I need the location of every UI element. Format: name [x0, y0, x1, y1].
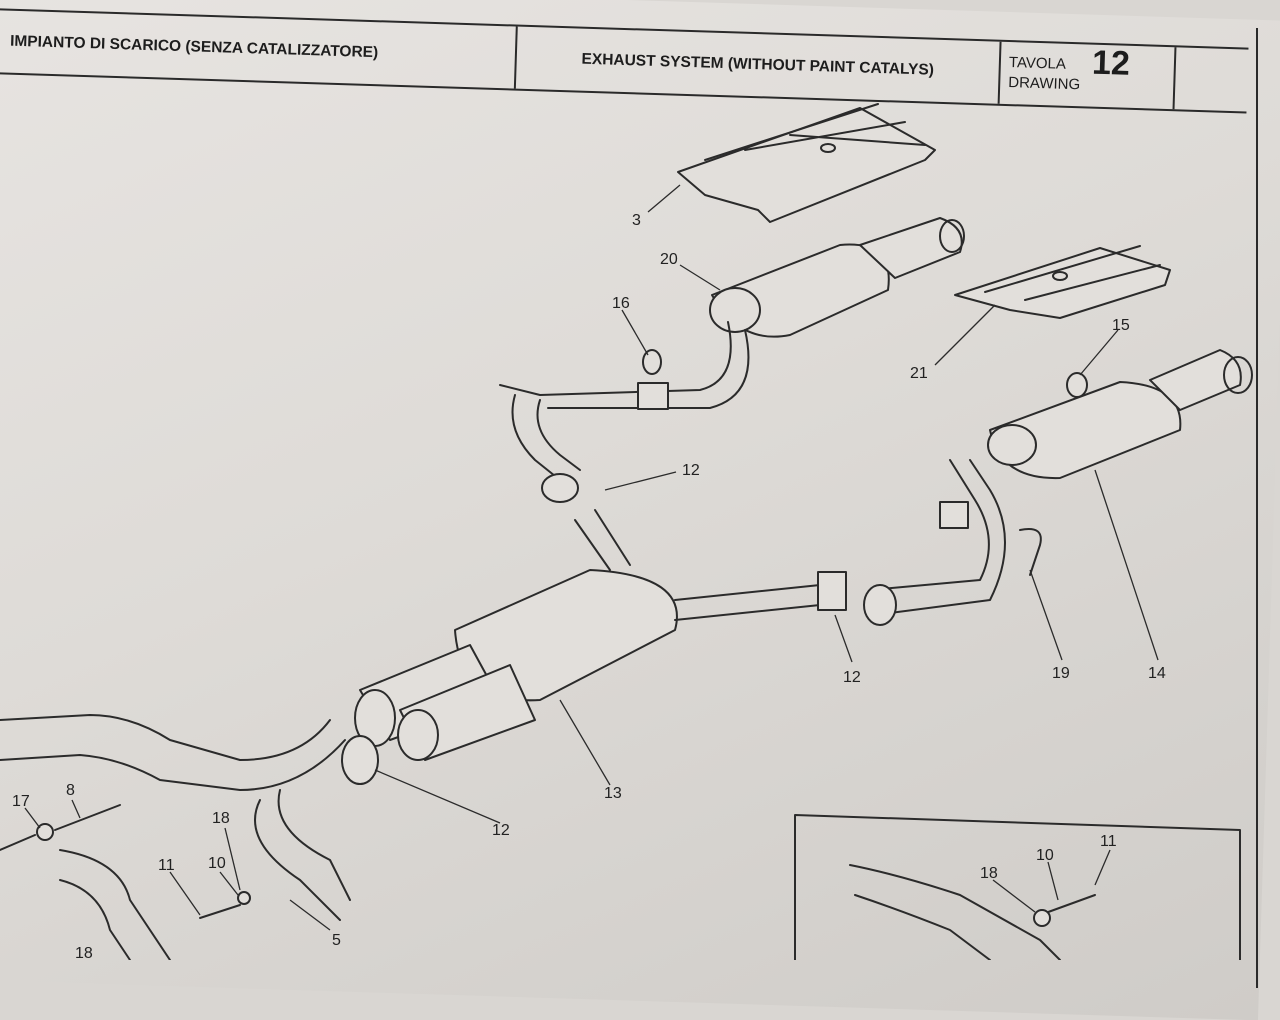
callout-19: 19 — [1052, 665, 1070, 682]
callout-18-bottom: 18 — [75, 945, 93, 960]
callout-13: 13 — [604, 785, 622, 802]
hardware — [0, 349, 1096, 927]
callout-12-upper: 12 — [682, 462, 700, 479]
heat-shield-rear — [677, 103, 936, 223]
rear-muffler-right — [939, 349, 1253, 529]
leader-lines — [24, 184, 1159, 931]
callout-17: 17 — [12, 793, 30, 810]
front-downpipe — [0, 714, 379, 960]
callout-20: 20 — [660, 251, 678, 268]
callout-10-left: 10 — [208, 855, 226, 872]
callout-3: 3 — [632, 212, 641, 229]
exhaust-diagram: 3 20 16 21 15 12 12 12 13 19 14 17 8 18 … — [0, 103, 1253, 960]
callout-18-left: 18 — [212, 810, 230, 827]
callout-5: 5 — [332, 932, 341, 949]
callout-11-left: 11 — [158, 857, 175, 874]
callout-14: 14 — [1148, 665, 1166, 682]
callout-18-inset: 18 — [980, 865, 998, 882]
heat-shield-front — [954, 245, 1171, 319]
callout-labels: 3 20 16 21 15 12 12 12 13 19 14 17 8 18 … — [12, 212, 1166, 960]
callout-12-mid: 12 — [843, 669, 861, 686]
callout-10-inset: 10 — [1036, 847, 1054, 864]
callout-8: 8 — [66, 782, 75, 799]
detail-inset — [794, 814, 1241, 960]
callout-16: 16 — [612, 295, 630, 312]
sheet-border — [1256, 28, 1258, 988]
callout-12-lower: 12 — [492, 822, 510, 839]
callout-21: 21 — [910, 365, 928, 382]
rear-muffler-left — [499, 217, 965, 410]
center-muffler-tailpipes — [354, 644, 536, 761]
callout-11-inset: 11 — [1100, 833, 1117, 850]
callout-15: 15 — [1112, 317, 1130, 334]
mid-pipe — [454, 394, 1006, 702]
